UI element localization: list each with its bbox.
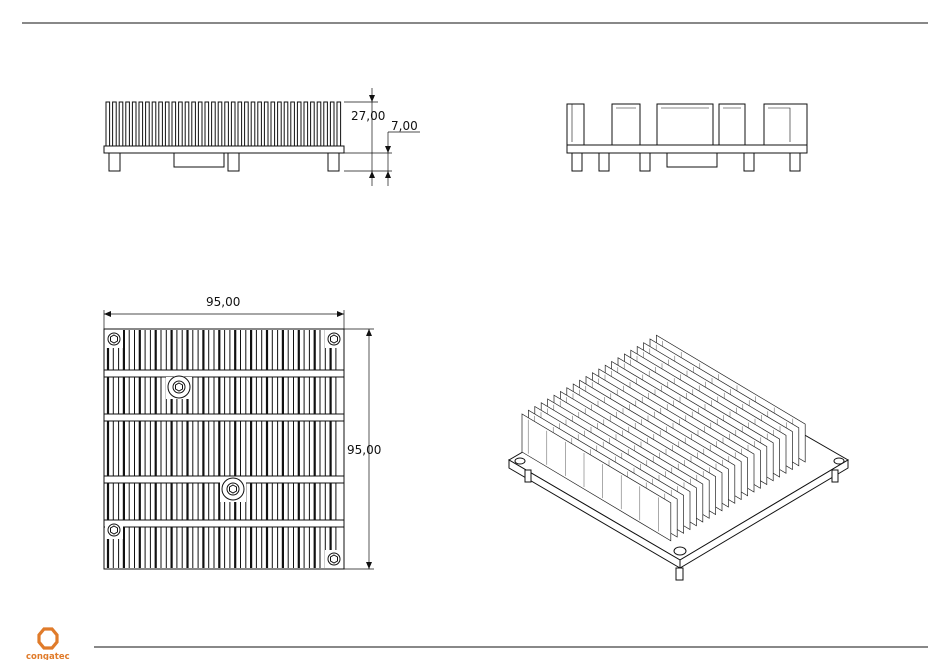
front-fin [172, 102, 176, 146]
front-fin [258, 102, 262, 146]
dim-standoff-label: 7,00 [391, 119, 418, 133]
screw-bottom-left [105, 521, 123, 539]
side-view-standoff-1 [572, 153, 582, 171]
dim-standoff-arrow-top [385, 146, 391, 153]
front-fin [132, 102, 136, 146]
front-fin [218, 102, 222, 146]
front-fin [337, 102, 341, 146]
front-fin [225, 102, 229, 146]
front-fin [324, 102, 328, 146]
side-view [567, 104, 807, 171]
screw-top-left [105, 330, 123, 348]
front-fin [284, 102, 288, 146]
isometric-view [509, 335, 848, 580]
front-fin [146, 102, 150, 146]
front-fin [297, 102, 301, 146]
mounting-boss-lower [220, 478, 246, 502]
dim-width-arrow-right [337, 311, 344, 317]
dim-standoff-arrow-bottom [385, 171, 391, 178]
front-fin [311, 102, 315, 146]
front-view-fins [106, 102, 341, 146]
top-view-fins [108, 330, 336, 568]
front-fin [119, 102, 123, 146]
dim-width-label: 95,00 [206, 295, 240, 309]
side-view-wall-2 [612, 104, 640, 145]
front-fin [126, 102, 130, 146]
front-fin [212, 102, 216, 146]
front-fin [152, 102, 156, 146]
side-view-wall-5 [764, 104, 807, 145]
front-view-standoff-center [228, 153, 239, 171]
front-fin [271, 102, 275, 146]
dim-depth-arrow-bottom [366, 562, 372, 569]
top-view-channel-4 [104, 520, 344, 527]
front-fin [106, 102, 110, 146]
side-view-standoff-2 [599, 153, 609, 171]
side-view-wall-4 [719, 104, 745, 145]
front-fin [278, 102, 282, 146]
screw-top-right [325, 330, 343, 348]
front-fin [291, 102, 295, 146]
front-fin [238, 102, 242, 146]
iso-standoff-left [525, 470, 531, 482]
side-view-contact-block [667, 153, 717, 167]
front-fin [205, 102, 209, 146]
iso-standoff-right [832, 470, 838, 482]
top-view [104, 310, 374, 569]
congatec-logo: congatec [26, 629, 70, 660]
dim-height-arrow-bottom [369, 171, 375, 178]
side-view-wall-3 [657, 104, 713, 145]
front-fin [245, 102, 249, 146]
dim-depth-label: 95,00 [347, 443, 381, 457]
front-fin [185, 102, 189, 146]
side-view-wall-1 [567, 104, 584, 145]
front-view [104, 88, 420, 186]
front-fin [330, 102, 334, 146]
congatec-logo-icon [39, 629, 57, 648]
dim-depth-arrow-top [366, 329, 372, 336]
congatec-logo-text: congatec [26, 652, 70, 660]
front-fin [159, 102, 163, 146]
side-view-standoff-4 [744, 153, 754, 171]
front-view-standoff-left [109, 153, 120, 171]
front-fin [113, 102, 117, 146]
front-fin [192, 102, 196, 146]
front-fin [264, 102, 268, 146]
iso-standoff-front [676, 568, 683, 580]
side-view-standoff-3 [640, 153, 650, 171]
front-view-contact-block [174, 153, 224, 167]
mounting-boss-upper [166, 376, 192, 399]
dim-height-arrow-top [369, 95, 375, 102]
side-view-wall-5-inner [768, 108, 790, 142]
front-fin [165, 102, 169, 146]
side-view-base-plate [567, 145, 807, 153]
front-fin [231, 102, 235, 146]
side-view-standoff-5 [790, 153, 800, 171]
front-fin [139, 102, 143, 146]
front-fin [251, 102, 255, 146]
front-view-standoff-right [328, 153, 339, 171]
front-fin [304, 102, 308, 146]
front-fin [198, 102, 202, 146]
dim-width-arrow-left [104, 311, 111, 317]
front-fin [179, 102, 183, 146]
front-view-base-plate [104, 146, 344, 153]
screw-bottom-right [325, 550, 343, 568]
dim-height-label: 27,00 [351, 109, 385, 123]
front-fin [317, 102, 321, 146]
top-view-channel-2 [104, 414, 344, 421]
top-view-channel-1 [104, 370, 344, 377]
